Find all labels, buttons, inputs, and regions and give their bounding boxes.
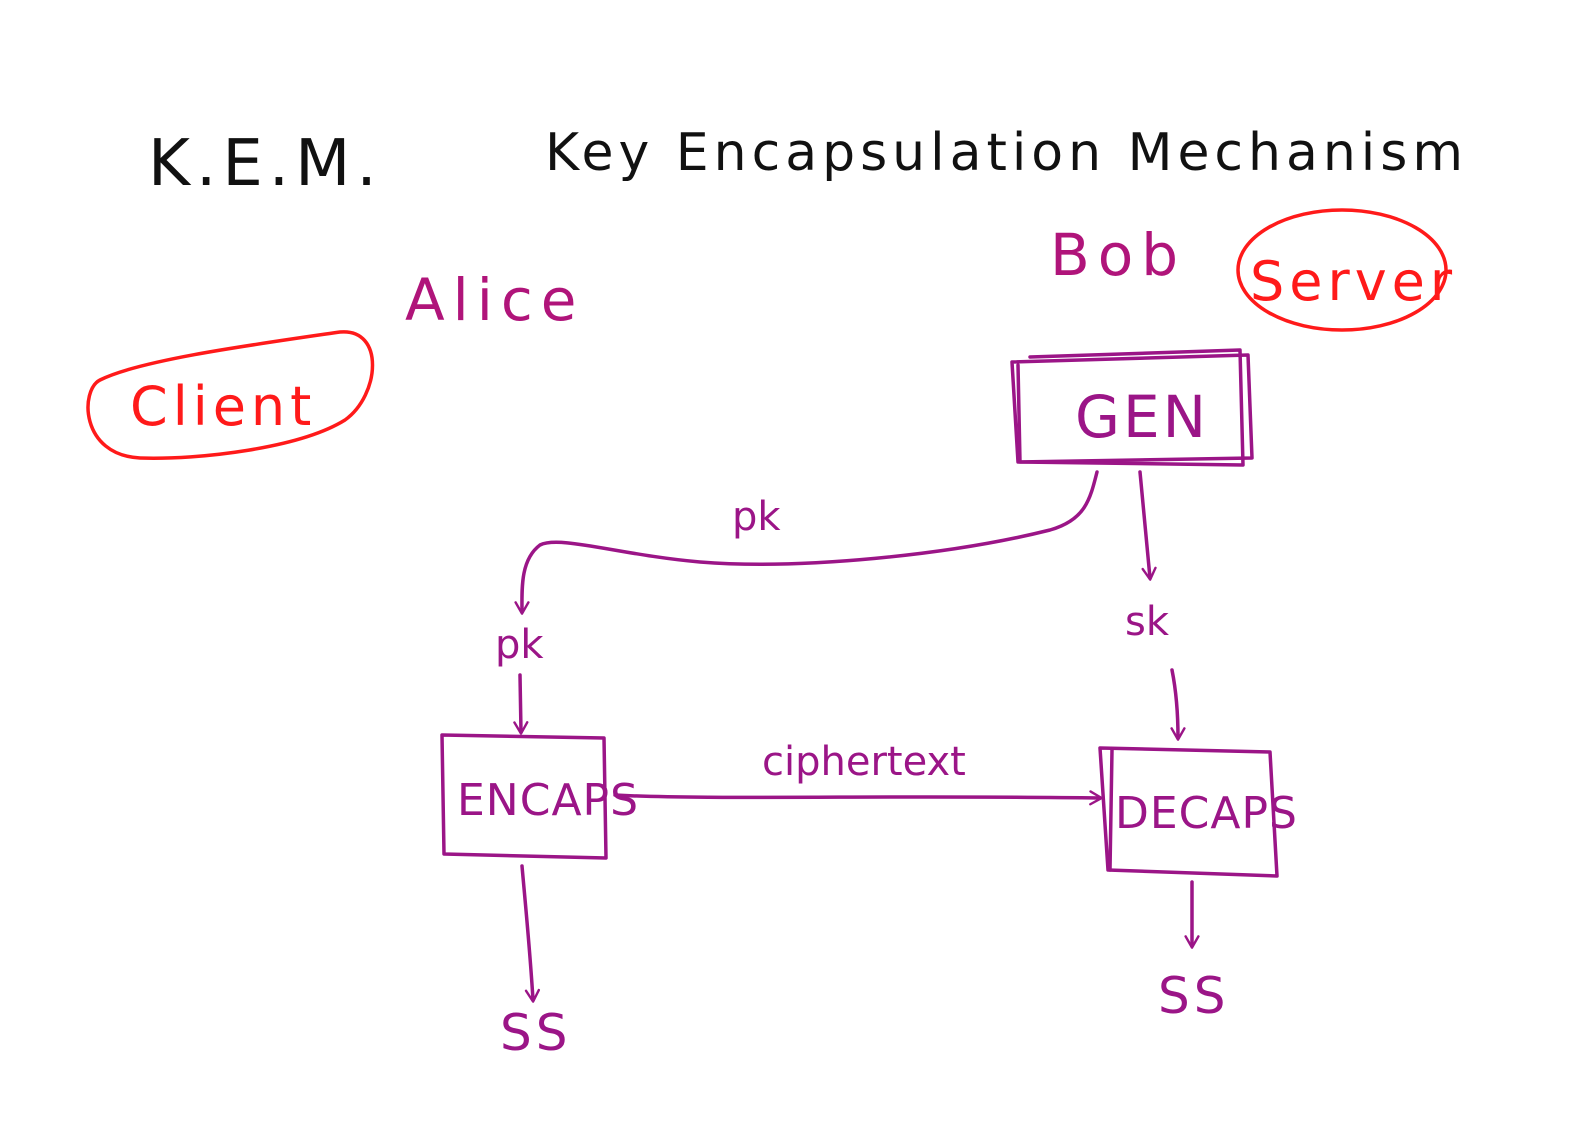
server-name-bob: Bob xyxy=(1050,221,1186,289)
gen-box-outer xyxy=(1010,353,1254,464)
pk-to-encaps-arrow xyxy=(513,673,529,735)
sk-label: sk xyxy=(1125,599,1170,645)
decaps-box-inner-edge xyxy=(1108,748,1114,872)
ciphertext-label: ciphertext xyxy=(762,739,966,785)
gen-box-inner xyxy=(1016,348,1245,467)
pk-input-label: pk xyxy=(495,622,544,668)
client-name-alice: Alice xyxy=(405,266,584,334)
server-shared-secret-label: SS xyxy=(1158,967,1229,1025)
sk-to-decaps-arrow xyxy=(1170,668,1186,741)
pk-transfer-label: pk xyxy=(732,494,781,540)
encaps-box-outline xyxy=(440,733,608,860)
ciphertext-arrow xyxy=(613,790,1103,806)
gen-label: GEN xyxy=(1075,383,1209,451)
server-role-label: Server xyxy=(1250,250,1457,313)
decaps-box-outline xyxy=(1098,746,1279,878)
sk-arrow xyxy=(1138,470,1157,581)
client-shared-secret-label: SS xyxy=(500,1004,571,1062)
decaps-label: DECAPS xyxy=(1115,788,1298,839)
gen-box: GEN xyxy=(1010,348,1254,467)
pk-transfer-arrow xyxy=(514,470,1099,615)
decaps-box: DECAPS xyxy=(1098,746,1298,878)
title-abbreviation: K.E.M. xyxy=(148,127,383,201)
title-full-name: Key Encapsulation Mechanism xyxy=(545,123,1468,183)
encaps-label: ENCAPS xyxy=(457,775,639,826)
encaps-to-ss-arrow xyxy=(520,864,541,1003)
client-tag-outline xyxy=(86,330,375,460)
server-tag-outline xyxy=(1236,208,1448,332)
encaps-box: ENCAPS xyxy=(440,733,639,860)
client-role-label: Client xyxy=(130,375,316,438)
